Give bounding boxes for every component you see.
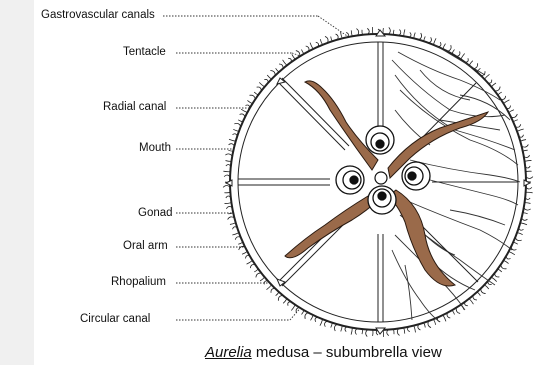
- mouth: [375, 172, 387, 184]
- tentacle: [291, 305, 295, 311]
- tentacle: [461, 53, 465, 59]
- diagram-caption: Aurelia medusa – subumbrella view: [205, 344, 442, 361]
- tentacle: [469, 299, 473, 305]
- tentacle: [447, 45, 451, 51]
- tentacle: [419, 33, 422, 40]
- tentacle: [247, 260, 253, 264]
- tentacle: [366, 330, 368, 337]
- rhopalium: [376, 30, 385, 36]
- tentacle: [320, 319, 323, 325]
- tentacle: [256, 273, 262, 277]
- tentacle: [404, 29, 405, 36]
- tentacle: [249, 95, 255, 99]
- tentacle: [524, 208, 531, 210]
- tentacle: [229, 139, 236, 141]
- tentacle: [504, 100, 510, 104]
- tentacle: [225, 203, 232, 204]
- tentacle: [259, 82, 264, 86]
- tentacle: [515, 237, 521, 240]
- tentacle: [305, 313, 309, 319]
- tentacle: [520, 223, 527, 225]
- tentacle: [270, 71, 275, 76]
- tentacle: [491, 277, 496, 281]
- tentacle: [234, 123, 240, 126]
- tentacle: [310, 43, 313, 49]
- tentacle: [341, 32, 343, 39]
- tentacle: [283, 60, 287, 66]
- tentacle: [501, 265, 507, 269]
- tentacle: [232, 233, 239, 235]
- tentacle: [414, 326, 416, 333]
- tentacle: [495, 87, 501, 91]
- tentacle: [267, 285, 272, 290]
- tentacle: [443, 315, 446, 321]
- tentacle: [351, 328, 352, 335]
- tentacle: [334, 324, 337, 331]
- tentacle: [278, 295, 283, 300]
- tentacle: [517, 129, 524, 131]
- tentacle: [526, 177, 533, 179]
- tentacle: [241, 109, 247, 112]
- tentacle: [481, 288, 486, 293]
- tentacle: [225, 154, 232, 156]
- tentacle: [484, 74, 489, 79]
- caption-rest: medusa – subumbrella view: [252, 344, 442, 361]
- gonad: [368, 186, 396, 214]
- rhopalium: [226, 180, 232, 186]
- tentacle: [388, 27, 390, 34]
- gonad: [336, 166, 364, 194]
- rhopalium: [524, 180, 530, 186]
- gonad: [366, 126, 394, 154]
- gonad: [402, 162, 430, 190]
- tentacle: [223, 186, 230, 188]
- tentacle: [223, 171, 230, 172]
- tentacle: [509, 251, 515, 254]
- caption-genus: Aurelia: [205, 344, 252, 361]
- tentacle: [525, 160, 532, 161]
- tentacle: [433, 38, 436, 44]
- tentacle: [526, 192, 533, 193]
